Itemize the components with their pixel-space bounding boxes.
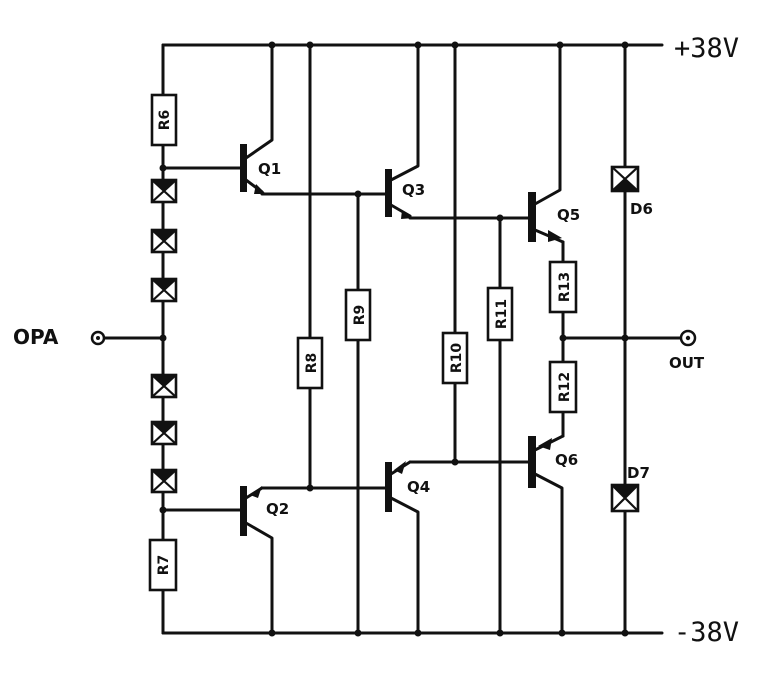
transistor-q5 — [528, 43, 565, 244]
resistor-r8-label: R8 — [304, 353, 320, 374]
resistor-r6-label: R6 — [157, 110, 173, 131]
bias-diode-6 — [150, 468, 178, 494]
transistor-q6-label: Q6 — [555, 451, 578, 469]
resistor-r9-label: R9 — [352, 305, 368, 326]
resistor-r6: R6 — [150, 93, 178, 147]
resistor-r8: R8 — [296, 336, 324, 390]
resistor-r9: R9 — [344, 288, 372, 342]
diode-d7 — [610, 483, 640, 513]
resistor-r10-label: R10 — [449, 343, 465, 374]
diode-d6 — [610, 165, 640, 193]
resistor-r13-label: R13 — [557, 272, 573, 302]
bias-diode-4 — [150, 373, 178, 399]
positive-rail-label: +38V — [674, 33, 739, 64]
transistor-q2 — [161, 486, 274, 635]
transistor-q2-label: Q2 — [266, 500, 289, 518]
output-label: OUT — [669, 354, 705, 372]
bias-diode-2 — [150, 228, 178, 254]
bias-diode-3 — [150, 277, 178, 303]
resistor-r12-label: R12 — [557, 372, 573, 402]
resistor-r13: R13 — [548, 260, 578, 314]
transistor-q1-label: Q1 — [258, 160, 281, 178]
transistor-q6 — [528, 434, 565, 635]
bias-diode-5 — [150, 420, 178, 446]
resistor-r10: R10 — [441, 331, 469, 385]
bias-diodes — [150, 178, 178, 494]
resistor-r11: R11 — [486, 286, 514, 342]
resistor-r12: R12 — [548, 360, 578, 414]
bias-diode-1 — [150, 178, 178, 204]
transistor-q4-label: Q4 — [407, 478, 430, 496]
resistor-r11-label: R11 — [494, 299, 510, 329]
transistor-q1 — [161, 43, 274, 194]
negative-rail-label: -38V — [674, 617, 739, 648]
transistor-q5-label: Q5 — [557, 206, 580, 224]
input-label: OPA — [13, 325, 59, 349]
transistor-q4 — [385, 460, 420, 635]
resistor-r7-label: R7 — [156, 555, 172, 576]
transistor-q3-label: Q3 — [402, 181, 425, 199]
diode-d6-label: D6 — [630, 200, 653, 218]
resistor-r7: R7 — [148, 538, 178, 592]
diode-d7-label: D7 — [627, 464, 650, 482]
